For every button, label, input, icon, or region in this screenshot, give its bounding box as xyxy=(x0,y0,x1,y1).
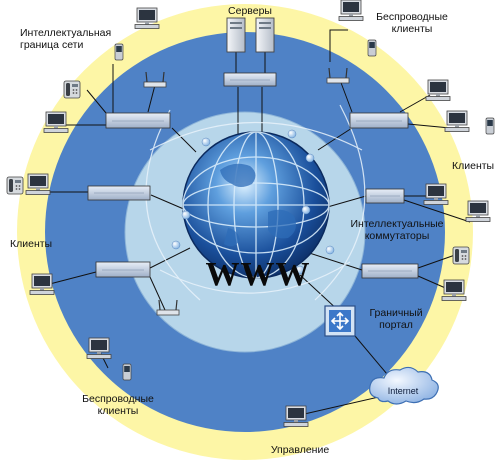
label-line: Интеллектуальные xyxy=(350,218,444,230)
www-label: WWW xyxy=(205,256,311,293)
label-wireless-clients-top: Беспроводные клиенты xyxy=(366,11,458,35)
label-clients-left: Клиенты xyxy=(10,238,53,250)
label-line: Беспроводные xyxy=(82,393,154,405)
label-line: портал xyxy=(379,319,413,331)
label-line: граница сети xyxy=(20,39,84,51)
connection-lines xyxy=(40,29,471,416)
internet-label: Internet xyxy=(387,386,419,396)
switch-top-right xyxy=(349,112,409,129)
label-clients-right: Клиенты xyxy=(452,160,495,172)
internet-cloud-icon xyxy=(369,366,439,405)
globe-icon xyxy=(145,104,366,301)
label-servers: Серверы xyxy=(228,5,272,17)
servers-icon xyxy=(226,17,275,53)
label-management: Управление xyxy=(270,444,330,456)
label-edge-portal: Граничный портал xyxy=(366,307,426,331)
edge-portal-icon xyxy=(324,305,356,337)
label-line: клиенты xyxy=(391,23,433,35)
label-line: Интеллектуальная xyxy=(20,27,112,39)
switch-top-left xyxy=(105,112,171,129)
switch-top xyxy=(223,72,277,87)
label-intelligent-switches: Интеллектуальные коммутаторы xyxy=(350,218,444,242)
label-wireless-clients-bottom: Беспроводные клиенты xyxy=(74,393,162,417)
label-line: клиенты xyxy=(97,405,139,417)
label-line: Беспроводные xyxy=(376,11,448,23)
switch-bottom-left xyxy=(95,261,151,278)
label-intelligent-edge: Интеллектуальная граница сети xyxy=(20,27,111,51)
label-line: Граничный xyxy=(369,307,423,319)
label-line: коммутаторы xyxy=(364,230,430,242)
